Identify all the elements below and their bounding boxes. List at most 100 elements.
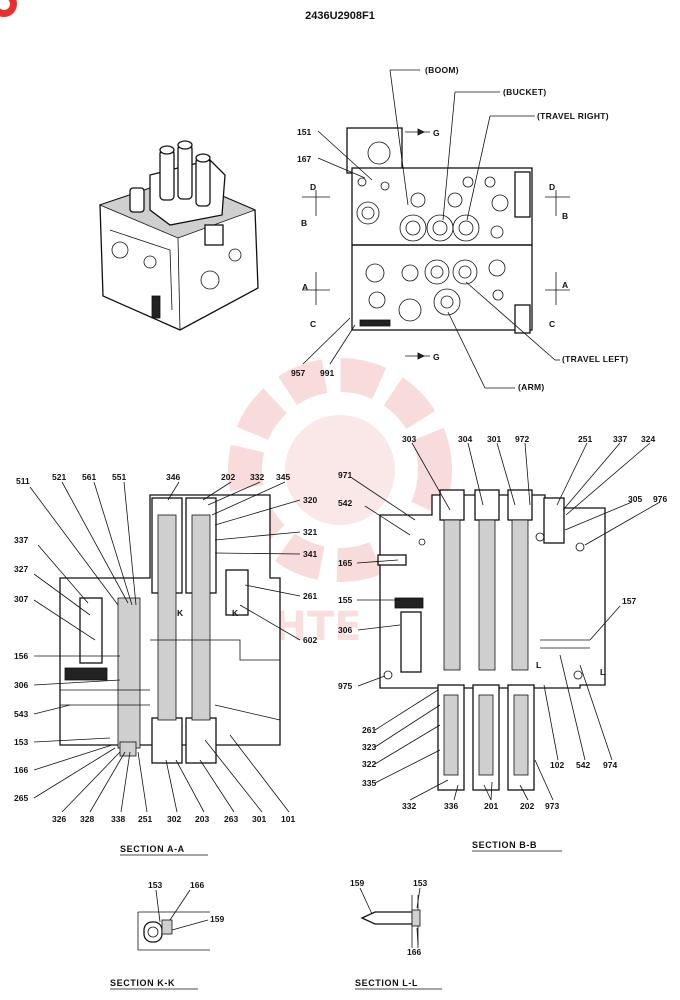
part-label: 202: [520, 801, 534, 811]
part-label: 301: [252, 814, 266, 824]
part-label: 307: [14, 594, 28, 604]
part-label: 561: [82, 472, 96, 482]
part-label: 166: [407, 947, 421, 957]
mark-g-top: G: [433, 128, 440, 138]
callout-travel-right: (TRAVEL RIGHT): [537, 111, 609, 121]
part-label: 157: [622, 596, 636, 606]
part-label: 166: [14, 765, 28, 775]
part-label: 251: [138, 814, 152, 824]
part-label: 337: [613, 434, 627, 444]
part-label: 101: [281, 814, 295, 824]
section-ll-title: SECTION L-L: [355, 978, 418, 988]
mark-k: K: [177, 608, 184, 618]
section-aa-drawing: [59, 494, 281, 764]
part-label: 972: [515, 434, 529, 444]
part-label: 263: [224, 814, 238, 824]
part-label: 971: [338, 470, 352, 480]
part-label: 336: [444, 801, 458, 811]
part-label: 306: [14, 680, 28, 690]
part-label: 261: [303, 591, 317, 601]
mark-d-left: D: [310, 182, 316, 192]
callout-arm: (ARM): [518, 382, 545, 392]
part-label: 328: [80, 814, 94, 824]
part-label: 322: [362, 759, 376, 769]
part-label: 159: [350, 878, 364, 888]
part-label: 304: [458, 434, 472, 444]
part-label: 602: [303, 635, 317, 645]
part-label: 302: [167, 814, 181, 824]
part-label: 320: [303, 495, 317, 505]
part-label: 165: [338, 558, 352, 568]
part-label: 338: [111, 814, 125, 824]
part-label: 202: [221, 472, 235, 482]
part-label: 975: [338, 681, 352, 691]
section-kk-drawing: [137, 889, 210, 951]
mark-k: K: [232, 608, 239, 618]
part-label: 332: [402, 801, 416, 811]
part-label: 306: [338, 625, 352, 635]
part-label: 155: [338, 595, 352, 605]
valve-isometric-illustration: [98, 140, 259, 331]
section-bb-leaders: [351, 442, 661, 801]
section-kk-title: SECTION K-K: [110, 978, 175, 988]
section-bb-title: SECTION B-B: [472, 840, 537, 850]
part-label: 265: [14, 793, 28, 803]
part-label: 324: [641, 434, 655, 444]
mark-c-right: C: [549, 319, 555, 329]
part-label: 261: [362, 725, 376, 735]
drawing-number: 2436U2908F1: [305, 10, 375, 22]
part-label: 166: [190, 880, 204, 890]
part-label: 156: [14, 651, 28, 661]
part-label: 153: [14, 737, 28, 747]
part-label: 551: [112, 472, 126, 482]
valve-top-view: [302, 69, 570, 389]
part-label: 335: [362, 778, 376, 788]
section-bb-drawing: [377, 489, 606, 791]
callout-bucket: (BUCKET): [503, 87, 546, 97]
part-label: 326: [52, 814, 66, 824]
part-label: 159: [210, 914, 224, 924]
part-label: 153: [413, 878, 427, 888]
mark-c-left: C: [310, 319, 316, 329]
part-label: 301: [487, 434, 501, 444]
part-label: 201: [484, 801, 498, 811]
part-label: 203: [195, 814, 209, 824]
part-label: 543: [14, 709, 28, 719]
part-label: 976: [653, 494, 667, 504]
part-label: 511: [16, 476, 30, 486]
part-label: 337: [14, 535, 28, 545]
callout-boom: (BOOM): [425, 65, 459, 75]
part-label: 305: [628, 494, 642, 504]
mark-d-right: D: [549, 182, 555, 192]
part-label: 323: [362, 742, 376, 752]
mark-b-left: B: [301, 218, 307, 228]
part-label: 973: [545, 801, 559, 811]
part-label: 542: [576, 760, 590, 770]
section-aa-leaders: [29, 481, 301, 813]
mark-l: L: [536, 660, 541, 670]
part-label: 167: [297, 154, 311, 164]
part-label: 346: [166, 472, 180, 482]
part-label: 102: [550, 760, 564, 770]
part-label: 321: [303, 527, 317, 537]
part-label: 521: [52, 472, 66, 482]
part-label: 974: [603, 760, 617, 770]
part-label: 303: [402, 434, 416, 444]
part-label: 332: [250, 472, 264, 482]
mark-g-bottom: G: [433, 352, 440, 362]
logo-badge-icon: [0, 0, 17, 17]
part-label: 957: [291, 368, 305, 378]
mark-l: L: [600, 667, 605, 677]
part-label: 542: [338, 498, 352, 508]
mark-a-left: A: [302, 282, 308, 292]
part-label: 251: [578, 434, 592, 444]
part-label: 345: [276, 472, 290, 482]
part-label: 151: [297, 127, 311, 137]
part-label: 991: [320, 368, 334, 378]
watermark-gear-icon: [228, 358, 452, 582]
part-label: 341: [303, 549, 317, 559]
section-aa-title: SECTION A-A: [120, 844, 185, 854]
part-label: 153: [148, 880, 162, 890]
spool-port-circles: [356, 176, 509, 322]
part-label: 327: [14, 564, 28, 574]
